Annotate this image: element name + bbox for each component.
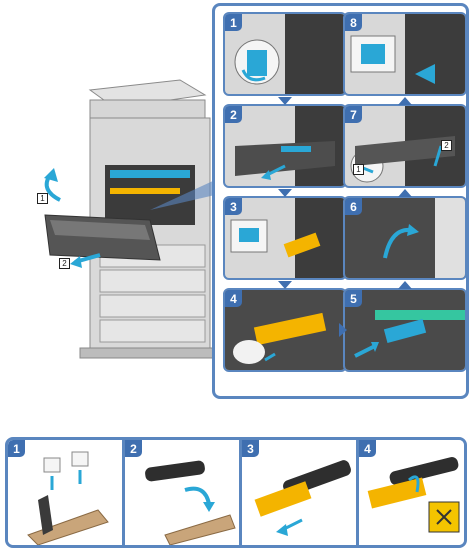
copier-illustration — [44, 79, 221, 359]
arrow-down-icon — [278, 97, 292, 105]
machine-callout-2: 2 — [59, 258, 70, 269]
pointer-wedge — [150, 180, 215, 210]
arrow-up-icon — [398, 281, 412, 289]
step-badge: 7 — [345, 106, 362, 123]
prep-step-4: 4 — [359, 440, 464, 545]
prep-step-3: 3 — [242, 440, 356, 545]
step-badge: 2 — [225, 106, 242, 123]
step-image — [145, 460, 236, 545]
arrow-up-icon — [398, 97, 412, 105]
step-badge: 1 — [8, 440, 25, 457]
step-tile-1: 1 — [223, 12, 347, 96]
step7-callout-1: 1 — [353, 164, 364, 175]
step-badge: 3 — [225, 198, 242, 215]
step-image — [350, 106, 465, 186]
preparation-steps-strip: 1 2 3 4 — [5, 437, 467, 548]
arrow-down-icon — [278, 189, 292, 197]
step-image — [345, 290, 465, 370]
step7-callout-2: 2 — [441, 140, 452, 151]
step-tile-7: 7 1 2 — [343, 104, 467, 188]
step-image — [27, 451, 109, 545]
arrow-up-icon — [398, 189, 412, 197]
step-badge: 8 — [345, 14, 362, 31]
step-badge: 6 — [345, 198, 362, 215]
separator — [122, 440, 125, 545]
separator — [356, 440, 359, 545]
step-tile-6: 6 — [343, 196, 467, 280]
step-image — [367, 457, 460, 533]
arrow-down-icon — [278, 281, 292, 289]
machine-callout-1: 1 — [37, 193, 48, 204]
step-image — [230, 198, 345, 278]
steps-grid-panel: 1 8 2 7 — [212, 3, 469, 399]
step-badge: 1 — [225, 14, 242, 31]
prep-step-2: 2 — [125, 440, 239, 545]
step-tile-5: 5 — [343, 288, 467, 372]
step-tile-8: 8 — [343, 12, 467, 96]
step-badge: 3 — [242, 440, 259, 457]
step-tile-2: 2 — [223, 104, 347, 188]
step-badge: 5 — [345, 290, 362, 307]
step-image — [350, 14, 465, 94]
step-badge: 4 — [359, 440, 376, 457]
step-image — [345, 198, 465, 278]
step-badge: 2 — [125, 440, 142, 457]
step-tile-3: 3 — [223, 196, 347, 280]
arrow-right-icon — [339, 323, 347, 337]
step-image — [254, 460, 351, 536]
step-image — [234, 14, 345, 94]
step-image — [235, 106, 345, 186]
step-badge: 4 — [225, 290, 242, 307]
step-tile-4: 4 — [223, 288, 347, 372]
step-image — [225, 290, 345, 370]
separator — [239, 440, 242, 545]
prep-step-1: 1 — [8, 440, 122, 545]
